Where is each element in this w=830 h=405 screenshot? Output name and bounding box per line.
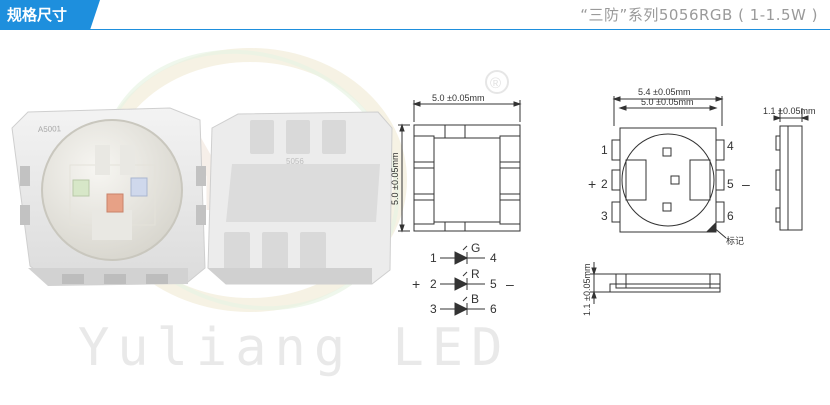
circuit-diode-r-label: R <box>471 267 480 281</box>
section-title: 规格尺寸 <box>0 0 90 30</box>
side-view-thickness-label: 1.1 ±0.05mm <box>763 106 815 116</box>
top-view-width-label: 5.0 ±0.05mm <box>432 93 484 103</box>
diode-r-symbol <box>454 277 469 291</box>
front-pin-4: 4 <box>727 139 734 153</box>
led-chip-red <box>106 193 124 213</box>
front-plus-sign: + <box>588 176 596 192</box>
front-pin-2: 2 <box>601 177 608 191</box>
polarity-mark <box>706 222 716 232</box>
dimension-drawing-side-view <box>773 108 809 231</box>
diode-b-symbol <box>454 302 469 316</box>
diode-g-symbol <box>454 251 469 265</box>
circuit-pin-3: 3 <box>430 302 437 316</box>
front-pin-3: 3 <box>601 209 608 223</box>
profile-view-thickness-label: 1.1 ±0.05mm <box>582 264 592 316</box>
front-view-outer-width-label: 5.4 ±0.05mm <box>638 87 690 97</box>
photo-bottom-marking: 5056 <box>286 157 304 166</box>
front-minus-sign: – <box>742 176 750 192</box>
led-chip-green <box>72 179 90 197</box>
watermark-text: Yuliang LED <box>78 318 511 378</box>
circuit-pin-1: 1 <box>430 251 437 265</box>
circuit-minus-sign: – <box>506 276 514 292</box>
product-series-title: “三防”系列5056RGB ( 1-1.5W ) <box>580 6 818 24</box>
led-bottom-3d-render: 5056 <box>207 111 393 285</box>
front-pin-5: 5 <box>727 177 734 191</box>
front-pin-1: 1 <box>601 143 608 157</box>
circuit-plus-sign: + <box>412 276 420 292</box>
circuit-diagram <box>440 245 485 316</box>
dimension-drawing-profile-view <box>590 262 721 304</box>
front-view-inner-width-label: 5.0 ±0.05mm <box>641 97 693 107</box>
section-title-tab-edge <box>90 0 100 30</box>
led-top-3d-render: A5001 <box>11 107 206 286</box>
watermark-registered: ® <box>490 75 501 92</box>
header-divider <box>0 29 830 30</box>
header: 规格尺寸 “三防”系列5056RGB ( 1-1.5W ) <box>0 0 830 30</box>
dimension-drawing-front-view <box>611 96 727 239</box>
circuit-pin-2: 2 <box>430 277 437 291</box>
polarity-marker-label: 标记 <box>726 235 744 246</box>
dimension-drawing-top-view <box>398 100 522 233</box>
top-view-height-label: 5.0 ±0.05mm <box>390 153 400 205</box>
circuit-pin-5: 5 <box>490 277 497 291</box>
led-chip-blue <box>130 177 148 197</box>
circuit-pin-6: 6 <box>490 302 497 316</box>
front-pin-6: 6 <box>727 209 734 223</box>
circuit-diode-b-label: B <box>471 292 479 306</box>
photo-top-marking: A5001 <box>38 124 62 134</box>
circuit-pin-4: 4 <box>490 251 497 265</box>
circuit-diode-g-label: G <box>471 241 480 255</box>
